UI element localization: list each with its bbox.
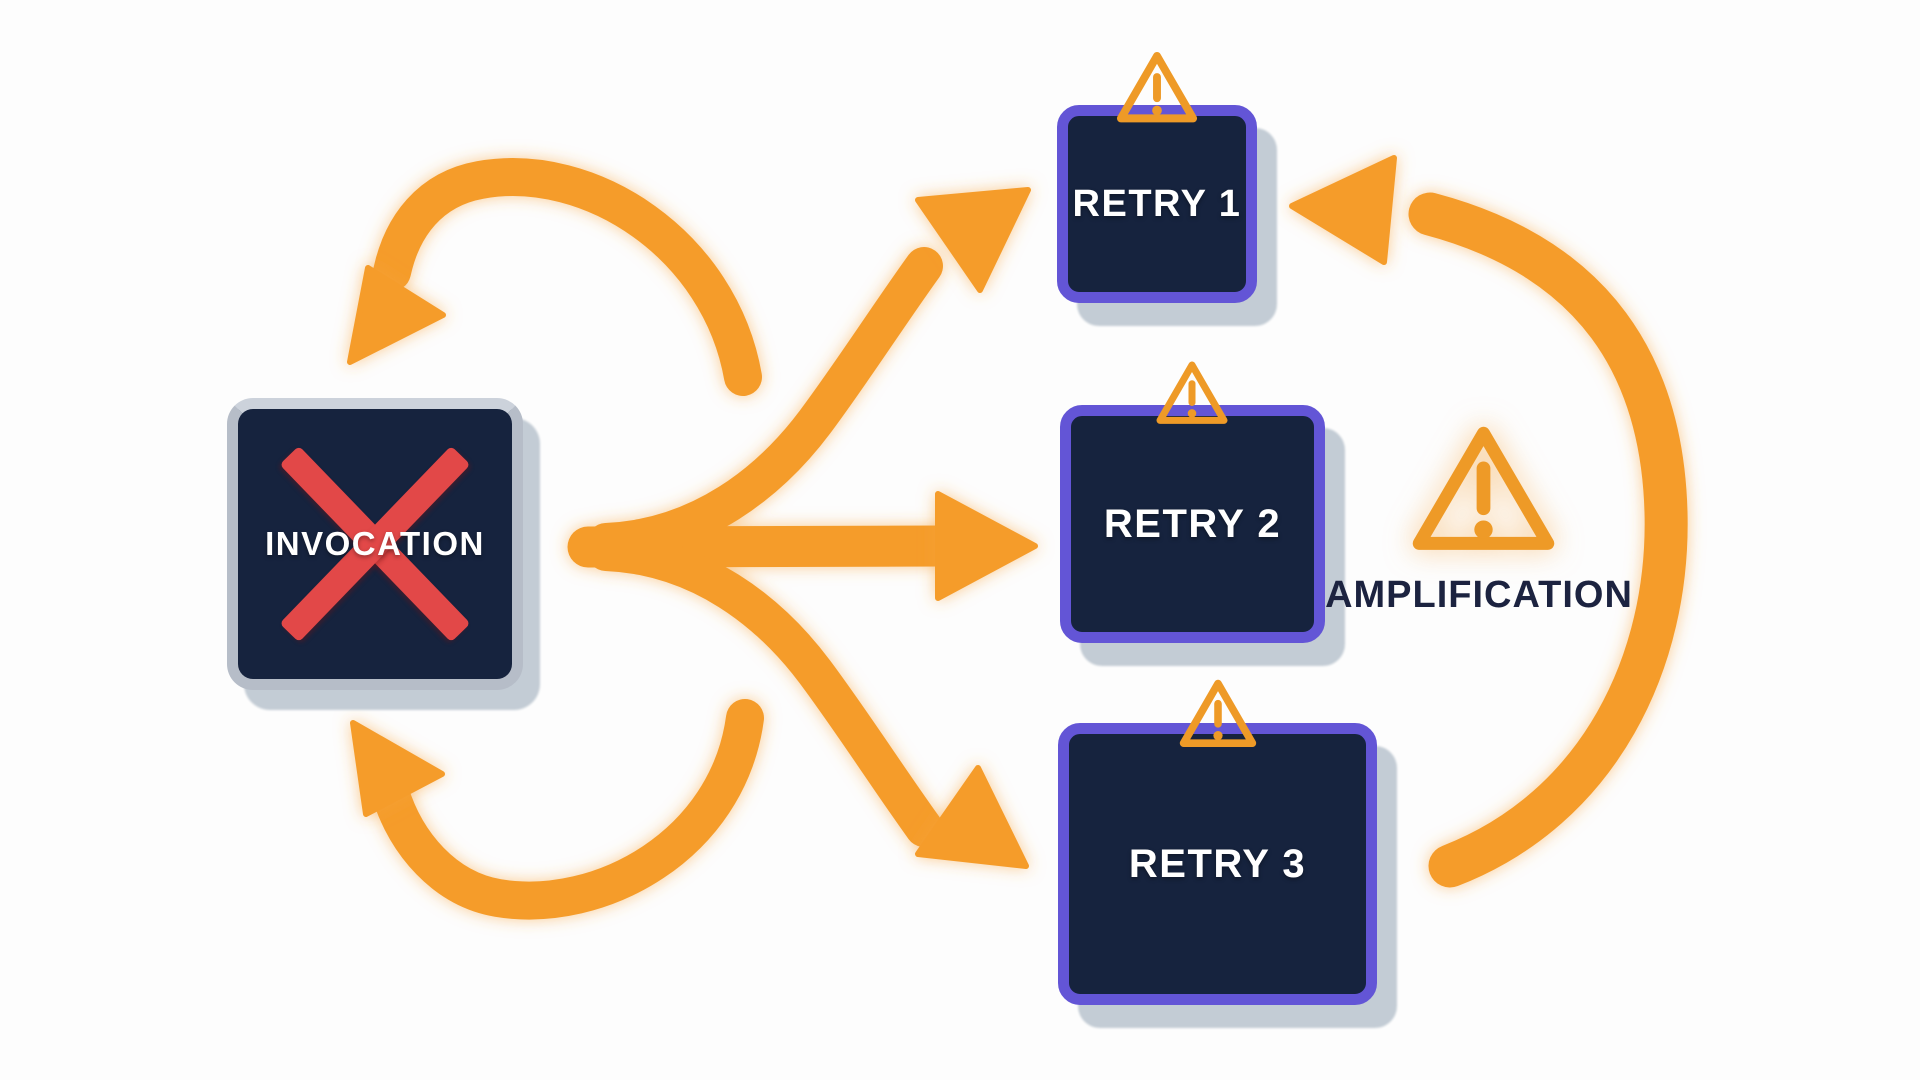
- invocation-label: INVOCATION: [265, 525, 485, 562]
- warning-triangle-icon: [1156, 361, 1228, 424]
- loop-arrow-top-left: [373, 158, 762, 396]
- arrowhead-amplification-icon: [1289, 155, 1397, 265]
- retry-2-box: RETRY 2: [1060, 405, 1325, 643]
- arrowhead-retry1-icon: [915, 187, 1031, 293]
- fork-branch-down: [587, 533, 943, 847]
- retry-1-box: RETRY 1: [1057, 105, 1257, 303]
- retry-3-label: RETRY 3: [1128, 841, 1307, 886]
- invocation-box: INVOCATION: [227, 398, 523, 690]
- loop-arrow-bottom-left: [371, 699, 764, 920]
- arrowhead-bottom-loop-icon: [350, 720, 445, 817]
- warning-triangle-icon: [1116, 51, 1198, 123]
- retry-1-label: RETRY 1: [1072, 182, 1242, 225]
- amplification-label: AMPLIFICATION: [1325, 574, 1633, 616]
- retry-3-box: RETRY 3: [1058, 723, 1377, 1005]
- retry-2-label: RETRY 2: [1103, 501, 1282, 546]
- arrowhead-top-loop-icon: [347, 265, 446, 365]
- arrowhead-retry3-icon: [915, 765, 1029, 869]
- amplification-warning-triangle-icon: [1412, 426, 1555, 550]
- arrowhead-retry2-icon: [935, 491, 1038, 601]
- fork-branch-up: [587, 247, 943, 561]
- warning-triangle-icon: [1179, 679, 1257, 747]
- amplification-return-arc: [1408, 192, 1688, 888]
